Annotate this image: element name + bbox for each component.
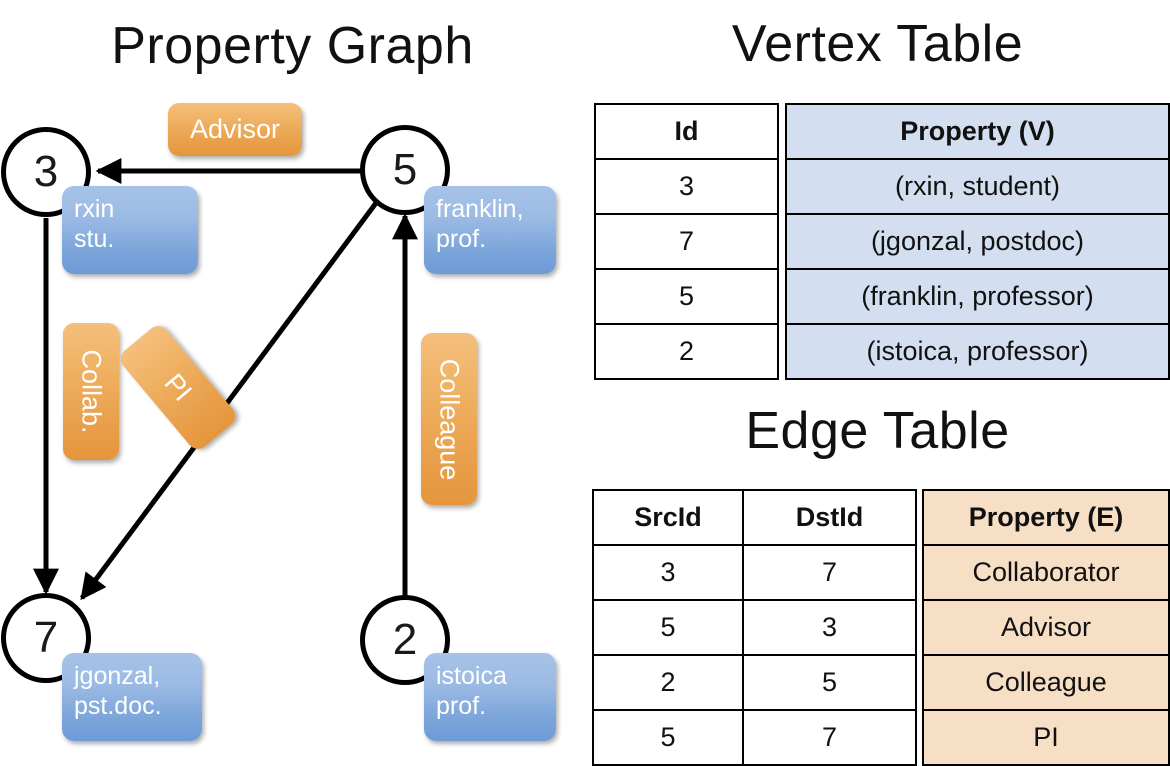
edge-cell-srcid: 5 (592, 599, 744, 656)
table-row[interactable]: 3 7 Collaborator (592, 544, 1170, 601)
vertex-table-col-id: Id (594, 103, 779, 160)
page-title-edge-table: Edge Table (745, 402, 1010, 460)
vertex-node-5-label: 5 (392, 145, 418, 194)
vertex-property-box-5[interactable]: franklin, prof. (424, 186, 556, 274)
column-gap (916, 490, 923, 545)
column-gap (778, 269, 786, 324)
edge-cell-property: Colleague (922, 654, 1170, 711)
vertex-node-2[interactable]: 2 (360, 595, 450, 685)
edge-cell-srcid: 3 (592, 544, 744, 601)
vertex-property-box-5-line1: franklin, (436, 195, 524, 223)
table-row[interactable]: 7 (jgonzal, postdoc) (594, 213, 1170, 270)
vertex-node-5[interactable]: 5 (360, 125, 450, 215)
graph-edges-svg (33, 158, 418, 601)
vertex-property-box-7-line1: jgonzal, (74, 662, 161, 690)
edge-table: SrcId DstId Property (E) 3 7 Collaborato… (592, 489, 1170, 766)
edge-label-advisor[interactable]: Advisor (168, 103, 302, 156)
vertex-property-box-5-line2: prof. (436, 224, 487, 253)
edge-cell-dstid: 7 (742, 544, 917, 601)
vertex-property-box-2-line1: istoica (436, 662, 507, 690)
vertex-property-box-3-line1: rxin (74, 195, 115, 223)
edge-cell-dstid: 3 (742, 599, 917, 656)
vertex-cell-id: 3 (594, 158, 779, 215)
edge-label-advisor-text: Advisor (189, 114, 281, 144)
vertex-property-box-7-line2: pst.doc. (74, 691, 162, 720)
table-row[interactable]: 2 5 Colleague (592, 654, 1170, 711)
column-gap (778, 159, 786, 214)
edge-cell-property: Advisor (922, 599, 1170, 656)
vertex-cell-id: 7 (594, 213, 779, 270)
edge-label-colleague[interactable]: Colleague (421, 333, 477, 505)
edge-label-pi-text: PI (158, 367, 199, 407)
vertex-table-header-row: Id Property (V) (594, 103, 1170, 160)
edge-table-col-property: Property (E) (922, 489, 1170, 546)
vertex-cell-property: (jgonzal, postdoc) (785, 213, 1170, 270)
property-graph-diagram: 3 5 7 2 rxin stu. franklin, prof. jgonza… (0, 0, 585, 760)
edge-cell-property: PI (922, 709, 1170, 766)
edge-cell-srcid: 5 (592, 709, 744, 766)
edge-cell-property: Collaborator (922, 544, 1170, 601)
vertex-table: Id Property (V) 3 (rxin, student) 7 (jgo… (594, 103, 1170, 380)
vertex-cell-property: (rxin, student) (785, 158, 1170, 215)
table-row[interactable]: 3 (rxin, student) (594, 158, 1170, 215)
edge-label-collab[interactable]: Collab. (63, 323, 119, 460)
edge-cell-dstid: 7 (742, 709, 917, 766)
column-gap (916, 545, 923, 600)
page-title-vertex-table: Vertex Table (731, 15, 1024, 73)
edge-table-col-srcid: SrcId (592, 489, 744, 546)
edge-line-5-to-7 (79, 201, 379, 601)
column-gap (916, 600, 923, 655)
vertex-cell-property: (franklin, professor) (785, 268, 1170, 325)
vertex-cell-id: 5 (594, 268, 779, 325)
column-gap (778, 324, 786, 379)
vertex-cell-id: 2 (594, 323, 779, 380)
vertex-cell-property: (istoica, professor) (785, 323, 1170, 380)
edge-cell-srcid: 2 (592, 654, 744, 711)
edge-label-collab-text: Collab. (76, 349, 107, 434)
column-gap (916, 710, 923, 765)
table-row[interactable]: 5 7 PI (592, 709, 1170, 766)
table-row[interactable]: 5 (franklin, professor) (594, 268, 1170, 325)
table-row[interactable]: 5 3 Advisor (592, 599, 1170, 656)
table-row[interactable]: 2 (istoica, professor) (594, 323, 1170, 380)
edge-cell-dstid: 5 (742, 654, 917, 711)
vertex-property-box-3-line2: stu. (74, 224, 115, 253)
vertex-property-box-2[interactable]: istoica prof. (424, 653, 556, 741)
vertex-node-7-label: 7 (33, 613, 59, 662)
page-title-property-graph: Property Graph (111, 17, 474, 75)
vertex-property-box-7[interactable]: jgonzal, pst.doc. (62, 653, 202, 741)
vertex-node-2-label: 2 (392, 615, 418, 664)
vertex-table-col-property: Property (V) (785, 103, 1170, 160)
column-gap (778, 104, 786, 159)
vertex-property-box-3[interactable]: rxin stu. (62, 186, 198, 274)
vertex-property-box-2-line2: prof. (436, 691, 487, 720)
column-gap (778, 214, 786, 269)
vertex-node-3-label: 3 (33, 147, 59, 196)
edge-label-colleague-text: Colleague (434, 358, 465, 480)
edge-table-col-dstid: DstId (742, 489, 917, 546)
column-gap (916, 655, 923, 710)
edge-table-header-row: SrcId DstId Property (E) (592, 489, 1170, 546)
